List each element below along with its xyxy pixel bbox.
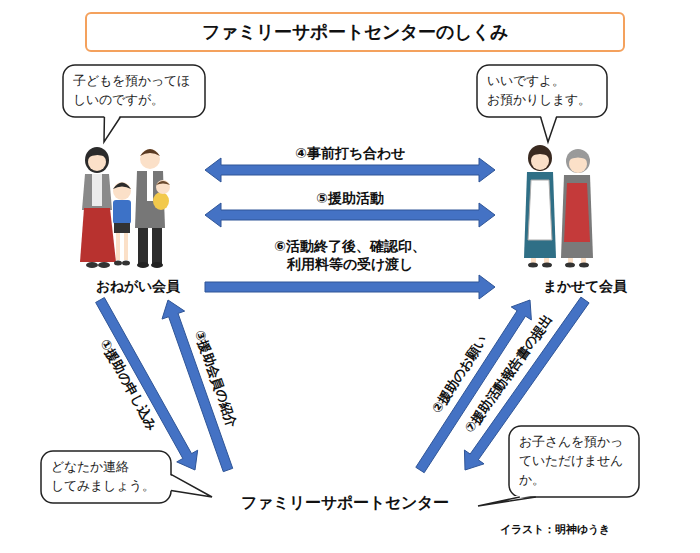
- supporter-figure: [530, 151, 550, 157]
- supporter-figure: [528, 263, 538, 268]
- boy-figure: [116, 233, 120, 260]
- block-arrow: [96, 298, 198, 470]
- mother-figure: [86, 262, 98, 268]
- block-arrow: [205, 275, 495, 299]
- speech-bubble: お子さんを預かっ ていただけません か。: [508, 425, 640, 498]
- supporter-figure: [569, 155, 587, 173]
- boy-figure: [124, 233, 128, 260]
- supporter-figure: [531, 152, 549, 170]
- boy-figure: [113, 182, 131, 266]
- baby-figure: [156, 181, 170, 185]
- boy-figure: [113, 183, 131, 190]
- mother-figure: [92, 174, 102, 206]
- speech-bubble: 子どもを預かってほ しいのですが。: [62, 64, 206, 118]
- mother-figure: [80, 208, 116, 262]
- edge-label: ⑥活動終了後、確認印、 利用料等の受け渡し: [259, 237, 441, 273]
- edge-label: ③援助会員の紹介: [189, 326, 240, 432]
- mother-figure: [82, 174, 112, 210]
- father-figure: [140, 149, 160, 169]
- speech-text: どなたか連絡 してみましょう。: [51, 458, 161, 496]
- mother-figure: [88, 153, 106, 171]
- father-figure: [147, 171, 153, 201]
- bubble-outline: [476, 64, 608, 118]
- bubble-outline: [509, 426, 639, 497]
- supporter-figure: [524, 172, 556, 258]
- supporter-figure: [564, 183, 590, 242]
- bubble-outline: [41, 451, 171, 503]
- supporter-figure: [561, 149, 593, 268]
- bubble-outline: [62, 64, 206, 118]
- mother-figure: [80, 147, 116, 268]
- mother-figure: [85, 147, 109, 173]
- bubble-tail: [104, 115, 120, 142]
- father-figure: [140, 149, 160, 156]
- boy-figure: [113, 182, 131, 200]
- mother-figure: [98, 262, 110, 268]
- edge-label: ⑤援助活動: [314, 189, 386, 207]
- edge-label: ④事前打ち合わせ: [293, 144, 407, 162]
- bubble-tail: [104, 117, 120, 142]
- baby-figure: [153, 180, 170, 210]
- boy-figure: [114, 261, 122, 266]
- boy-figure: [114, 223, 130, 233]
- bubble-outline: [63, 65, 205, 117]
- supporter-figure: [524, 145, 556, 268]
- speech-text: 子どもを預かってほ しいのですが。: [73, 72, 195, 110]
- member-group: おねがい会員: [70, 135, 205, 300]
- supporter-figure: [565, 263, 575, 268]
- mother-figure: [87, 152, 107, 158]
- bubble-tail: [171, 474, 212, 497]
- edge-label: ⑦援助活動報告書の提出: [460, 310, 557, 438]
- father-figure: [138, 228, 148, 264]
- edge-label: ①援助の申し込み: [94, 335, 160, 436]
- father-figure: [152, 228, 162, 264]
- speech-bubble: いいですよ。 お預かりします。: [476, 64, 608, 118]
- father-figure: [151, 262, 163, 268]
- supporter-figure: [542, 263, 552, 268]
- title: ファミリーサポートセンターのしくみ: [202, 20, 508, 44]
- credit-note: イラスト：明神ゆうき: [500, 522, 610, 537]
- supporter-figure: [568, 155, 588, 161]
- supporter-figure: [561, 175, 593, 258]
- boy-figure: [122, 261, 130, 266]
- speech-text: いいですよ。 お預かりします。: [487, 72, 597, 110]
- member-name: まかせて会員: [543, 278, 627, 296]
- support-center: ファミリーサポートセンター: [180, 470, 510, 520]
- member-group: まかせて会員: [495, 135, 675, 300]
- center-name: ファミリーサポートセンター: [241, 493, 449, 514]
- bubble-tail: [478, 495, 536, 506]
- speech-bubble: どなたか連絡 してみましょう。: [40, 450, 172, 504]
- boy-figure: [113, 200, 131, 224]
- supporter-figure: [566, 149, 590, 173]
- bubble-tail: [478, 497, 536, 506]
- supporter-figure: [528, 180, 552, 240]
- supporter-figure: [579, 263, 589, 268]
- baby-figure: [153, 192, 169, 210]
- bubble-tail: [541, 117, 557, 142]
- bubble-outline: [477, 65, 607, 117]
- supporter-figure: [528, 145, 552, 171]
- baby-figure: [156, 180, 170, 194]
- speech-text: お子さんを預かっ ていただけません か。: [519, 433, 629, 490]
- bubble-tail: [541, 115, 557, 142]
- bubble-outline: [40, 450, 172, 504]
- bubble-tail: [169, 474, 212, 497]
- title-box: ファミリーサポートセンターのしくみ: [85, 12, 625, 52]
- member-name: おねがい会員: [96, 278, 180, 296]
- father-figure: [137, 262, 149, 268]
